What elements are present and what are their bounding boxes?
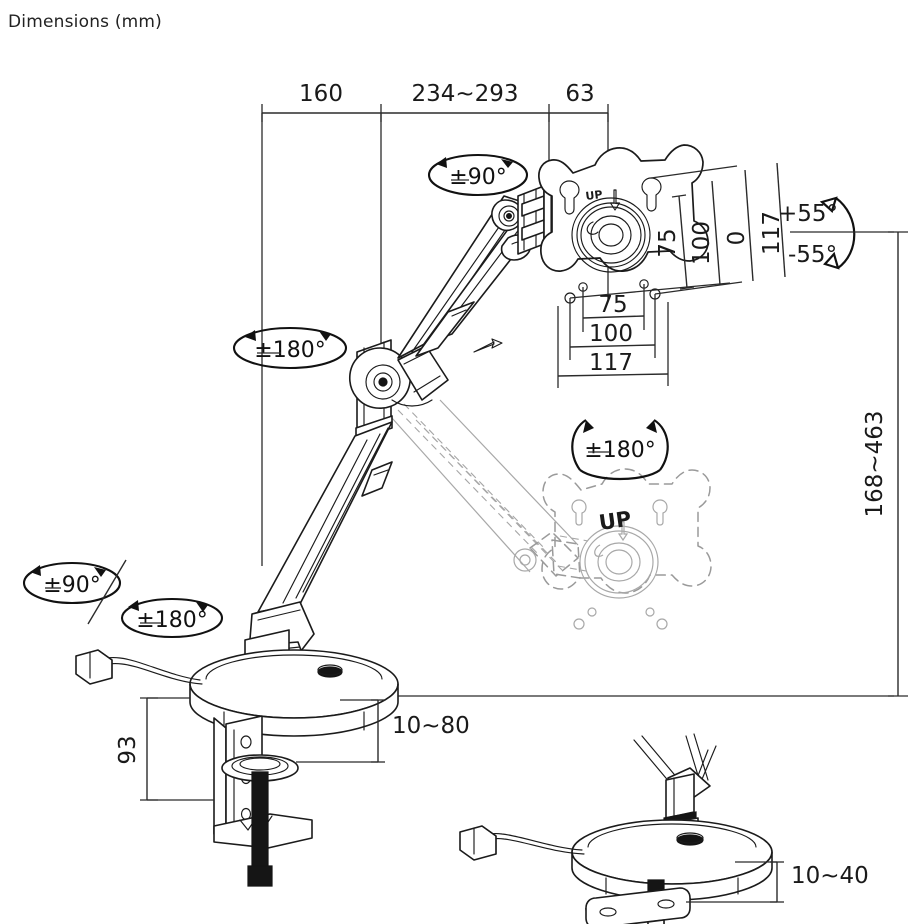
tilt-up-label: +55°: [778, 201, 838, 227]
rotation-base-swivel: [120, 597, 224, 639]
lower-arm: [257, 421, 393, 613]
rotation-elbow-swivel-label: ±180°: [254, 338, 325, 363]
vesa-vertical-dimension-lines: [569, 162, 786, 299]
dim-vesa-v-0-label: 0: [724, 231, 750, 246]
rotation-base-tilt-label: ±90°: [43, 573, 100, 598]
vesa-up-marking: UP: [585, 188, 603, 203]
upper-arm: [397, 195, 549, 359]
rotation-base-tilt: [22, 561, 122, 605]
clamp-base-assembly: [189, 629, 399, 887]
rotation-base-swivel-label: ±180°: [136, 608, 207, 633]
vesa-plate: UP: [538, 144, 709, 304]
ghost-arm-assembly: [391, 399, 589, 579]
dim-vesa-h-117-label: 117: [589, 350, 633, 376]
dim-160-label: 160: [299, 81, 343, 107]
dim-93-lines: [140, 697, 214, 801]
dim-vesa-v-117-label: 117: [759, 211, 785, 255]
dim-vesa-h-75-label: 75: [598, 292, 627, 318]
height-range-label: 168~463: [862, 410, 888, 517]
rotation-vesa-rotate-label: ±180°: [584, 438, 655, 463]
rotation-vesa-swivel: [427, 153, 529, 197]
page-title: Dimensions (mm): [8, 12, 163, 32]
tilt-indicator: [819, 196, 856, 270]
dim-vesa-v-75-label: 75: [655, 228, 681, 257]
power-cable: [75, 649, 203, 685]
vesa-up-marking-ghost: UP: [597, 507, 632, 535]
vesa-horizontal-dimension-lines: [557, 284, 669, 388]
dim-10-40-lines: [686, 861, 784, 903]
tilt-down-label: -55°: [788, 242, 837, 268]
rotation-vesa-rotate: [571, 419, 669, 481]
rotation-vesa-swivel-label: ±90°: [449, 165, 506, 190]
grommet-mount-assembly: [459, 733, 773, 924]
ghost-vesa-plate: UP: [541, 468, 712, 630]
dim-93-label: 93: [115, 735, 141, 764]
rotation-elbow-swivel: [232, 326, 348, 370]
dim-vesa-v-100-label: 100: [689, 221, 715, 265]
dim-vesa-h-100-label: 100: [589, 321, 633, 347]
dim-63-label: 63: [565, 81, 594, 107]
dim-10-80-label: 10~80: [392, 713, 470, 739]
dim-10-80-lines: [296, 699, 385, 763]
dim-10-40-label: 10~40: [791, 863, 869, 889]
dim-234-293-label: 234~293: [411, 81, 518, 107]
rotation-separator-slash: [87, 559, 127, 625]
height-range-dimension: [372, 231, 908, 697]
elbow-joint: [349, 345, 449, 409]
